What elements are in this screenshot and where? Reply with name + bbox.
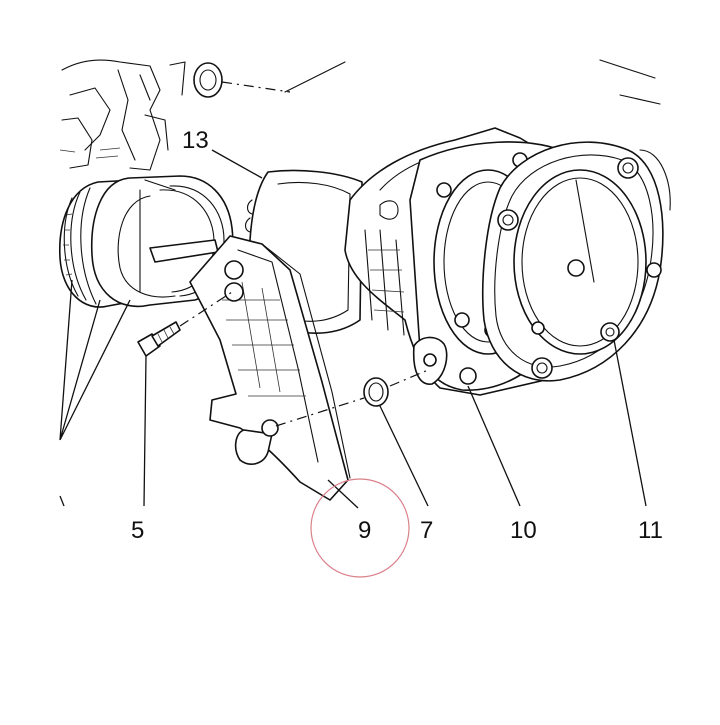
highlight-circle — [310, 478, 410, 578]
callout-labels: 13 5 9 7 10 11 — [131, 127, 663, 544]
engine-frame-sketch — [59, 59, 661, 171]
callout-7: 7 — [420, 517, 433, 544]
leader-edge — [59, 495, 65, 507]
leader-boot — [59, 279, 131, 441]
part-11-head-gasket — [482, 141, 671, 382]
part-7-oring — [275, 369, 429, 427]
callout-10: 10 — [510, 517, 537, 544]
callout-9: 9 — [358, 517, 371, 544]
leader-9 — [327, 479, 359, 509]
leader-10 — [467, 385, 521, 507]
leader-11 — [613, 339, 647, 507]
callout-11: 11 — [638, 517, 663, 544]
leader-7 — [379, 405, 429, 507]
leader-13 — [211, 149, 263, 179]
callout-13: 13 — [182, 127, 209, 154]
part-9-bracket-arm — [189, 235, 351, 501]
leader-lines — [59, 149, 647, 509]
callout-5: 5 — [131, 517, 144, 544]
part-5-bolt — [137, 291, 233, 357]
leader-5 — [143, 355, 147, 507]
